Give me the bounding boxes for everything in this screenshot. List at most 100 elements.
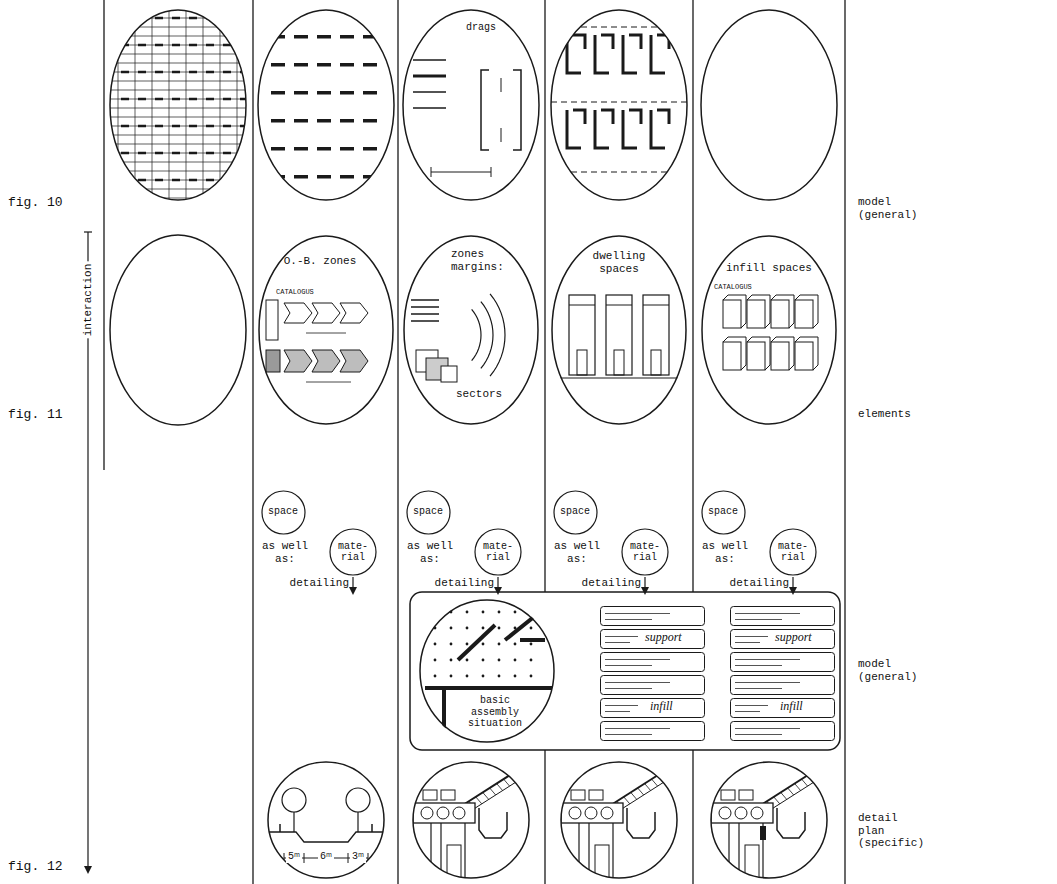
layer-table: supportinfill <box>600 606 705 742</box>
grid-line <box>108 99 248 100</box>
figure-number: fig. 11 <box>8 408 63 423</box>
grid-dot <box>434 659 437 662</box>
roof-hatch <box>476 797 482 804</box>
model-dash <box>363 147 377 151</box>
model-dash <box>271 63 285 67</box>
bolt <box>760 826 766 840</box>
zone-chevron <box>284 303 312 323</box>
layer-word: infill <box>780 700 803 714</box>
row-scribble <box>605 665 652 666</box>
process-note: detailing <box>435 577 494 590</box>
process-note: detailing <box>730 577 789 590</box>
grid-line <box>135 10 136 200</box>
grid-dot <box>498 675 501 678</box>
model-dash <box>363 119 377 123</box>
grid-line <box>108 153 248 154</box>
grid-line <box>108 162 248 163</box>
grid-dash <box>155 179 163 182</box>
grid-dot <box>514 643 517 646</box>
dimension-tick <box>304 853 305 863</box>
table-row <box>731 607 835 626</box>
grid-dot <box>450 643 453 646</box>
grid-model <box>108 10 248 200</box>
grid-dash <box>138 98 146 101</box>
roof-block <box>739 790 753 800</box>
model-dash <box>271 119 285 123</box>
node-ellipse <box>259 236 393 424</box>
row-scribble <box>605 682 670 683</box>
model-dash <box>340 119 354 123</box>
row-scribble <box>735 636 768 637</box>
model-dash <box>317 147 331 151</box>
l-model <box>551 27 687 172</box>
infill-box <box>795 342 813 370</box>
roof-hatch <box>518 770 524 777</box>
grid-dot <box>530 643 533 646</box>
grid-dot <box>466 675 469 678</box>
grid-dash <box>172 98 180 101</box>
grid-dash <box>206 179 214 182</box>
grid-dash <box>172 125 180 128</box>
street-post <box>371 824 373 832</box>
grid-dash <box>172 44 180 47</box>
row-scribble <box>605 728 670 729</box>
grid-dash <box>240 152 248 155</box>
roof-hatch <box>774 797 780 804</box>
roof-block <box>721 790 735 800</box>
model-rule <box>551 102 687 103</box>
model-dash <box>294 63 308 67</box>
node-heading: space <box>560 506 590 518</box>
model-dash <box>294 175 308 179</box>
detailing-arrow <box>497 577 498 588</box>
dwelling-band <box>606 305 632 306</box>
grid-dot <box>434 675 437 678</box>
grid-dash <box>189 44 197 47</box>
roof-block <box>589 790 603 800</box>
process-note: detailing <box>582 577 641 590</box>
grid-dot <box>450 675 453 678</box>
grid-dot <box>434 643 437 646</box>
ground-line <box>266 832 386 842</box>
infill-box-depth <box>747 295 770 328</box>
l-element <box>595 35 609 73</box>
grid-dot <box>434 611 437 614</box>
model-dash <box>271 91 285 95</box>
layer-word: support <box>645 631 682 645</box>
wall-line <box>464 823 465 880</box>
grid-line <box>108 198 248 199</box>
drawing-note: drags <box>466 22 496 34</box>
model-dash <box>294 119 308 123</box>
row-label: elements <box>858 408 911 421</box>
aspect-circle: space <box>701 490 746 535</box>
grid-dash <box>223 98 231 101</box>
node-heading: space <box>413 506 443 518</box>
l-element <box>601 35 613 49</box>
grid-dash <box>121 98 129 101</box>
layer-table: supportinfill <box>730 606 835 742</box>
infill-box <box>747 300 765 328</box>
dwelling-unit <box>569 295 595 375</box>
margin-arc <box>481 302 493 369</box>
grid-line <box>220 10 221 200</box>
node-heading: infill spaces <box>726 262 812 275</box>
infill-box <box>795 300 813 328</box>
model-panel <box>410 592 840 750</box>
infill-box <box>747 342 765 370</box>
infill-box-depth <box>723 295 746 328</box>
l-element <box>629 110 641 124</box>
grid-dot <box>514 611 517 614</box>
row-scribble <box>605 688 652 689</box>
assembly-line <box>458 625 495 660</box>
detail-circle <box>413 762 529 878</box>
table-row <box>601 607 705 626</box>
grid-dash <box>189 17 197 20</box>
model-circle <box>110 10 246 200</box>
column-rule <box>103 0 104 470</box>
dwelling-unit <box>606 295 632 375</box>
roof-hatch <box>666 770 672 777</box>
arrow-head <box>349 587 357 595</box>
node-ellipse <box>404 236 538 424</box>
dimension-label: 5ᵐ <box>286 851 302 863</box>
grid-dash <box>155 17 163 20</box>
